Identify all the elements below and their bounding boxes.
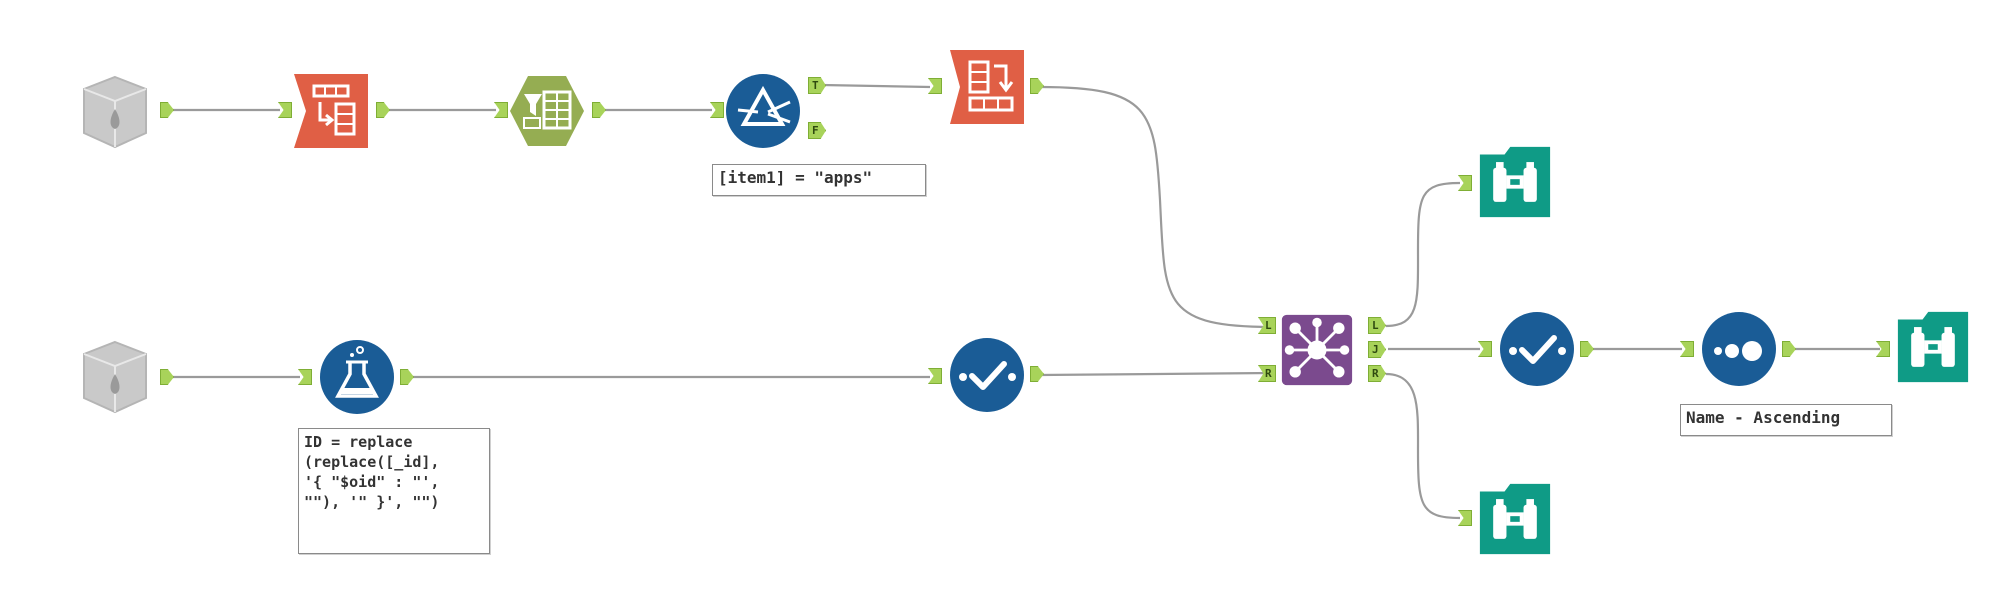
text-to-columns-tool[interactable] xyxy=(292,72,370,150)
filter-annotation: [item1] = "apps" xyxy=(712,164,926,196)
sort-tool[interactable] xyxy=(1700,310,1778,388)
texttocolumns-output-anchor[interactable] xyxy=(376,102,390,118)
input-data-tool-2[interactable] xyxy=(76,338,154,416)
join-right-input-anchor[interactable]: R xyxy=(1258,365,1276,382)
select-tool-2[interactable] xyxy=(948,336,1026,414)
filter-icon xyxy=(726,74,800,148)
formula-tool[interactable] xyxy=(318,338,396,416)
filter-tool[interactable] xyxy=(724,72,802,150)
select-tool-3[interactable] xyxy=(1498,310,1576,388)
text-to-columns-icon xyxy=(294,74,368,148)
browse-tool-join[interactable] xyxy=(1896,310,1970,384)
sort-output-anchor[interactable] xyxy=(1782,341,1796,357)
select-check-icon xyxy=(1500,312,1574,386)
join-tool[interactable] xyxy=(1280,313,1354,387)
join-right-output-anchor[interactable]: R xyxy=(1368,365,1386,382)
transpose-output-anchor[interactable] xyxy=(1030,78,1044,94)
select-icon xyxy=(510,76,584,146)
input-data-icon xyxy=(83,75,147,149)
join-join-output-anchor[interactable]: J xyxy=(1368,341,1386,358)
input-2-output-anchor[interactable] xyxy=(160,369,174,385)
transpose-tool[interactable] xyxy=(948,48,1026,126)
select3-output-anchor[interactable] xyxy=(1580,341,1594,357)
connection-filter-true-to-transpose xyxy=(821,83,931,89)
binoculars-icon xyxy=(1479,146,1551,218)
transpose-icon xyxy=(950,50,1024,124)
join-left-output-anchor[interactable]: L xyxy=(1368,317,1386,334)
browse-tool-left[interactable] xyxy=(1478,145,1552,219)
formula-annotation: ID = replace (replace([_id], '{ "$oid" :… xyxy=(298,428,490,554)
sort-icon xyxy=(1702,312,1776,386)
connection-join-left-to-browse xyxy=(1385,181,1461,328)
binoculars-icon xyxy=(1479,483,1551,555)
connection-transpose-to-join-left xyxy=(1039,85,1273,329)
filter-false-output-anchor[interactable]: F xyxy=(808,122,826,139)
join-icon xyxy=(1281,314,1353,386)
sort-annotation: Name - Ascending xyxy=(1680,404,1892,436)
input-data-icon xyxy=(83,340,147,414)
connection-select2-to-join-right xyxy=(1039,371,1273,377)
select-check-icon xyxy=(950,338,1024,412)
browse-tool-right[interactable] xyxy=(1478,482,1552,556)
connection-join-right-to-browse xyxy=(1385,372,1461,520)
input-1-output-anchor[interactable] xyxy=(160,102,174,118)
select1-output-anchor[interactable] xyxy=(592,102,606,118)
input-data-tool-1[interactable] xyxy=(76,73,154,151)
formula-output-anchor[interactable] xyxy=(400,369,414,385)
binoculars-icon xyxy=(1897,311,1969,383)
select2-output-anchor[interactable] xyxy=(1030,366,1044,382)
select-tool-1[interactable] xyxy=(508,72,586,150)
filter-true-output-anchor[interactable]: T xyxy=(808,77,826,94)
formula-icon xyxy=(320,340,394,414)
